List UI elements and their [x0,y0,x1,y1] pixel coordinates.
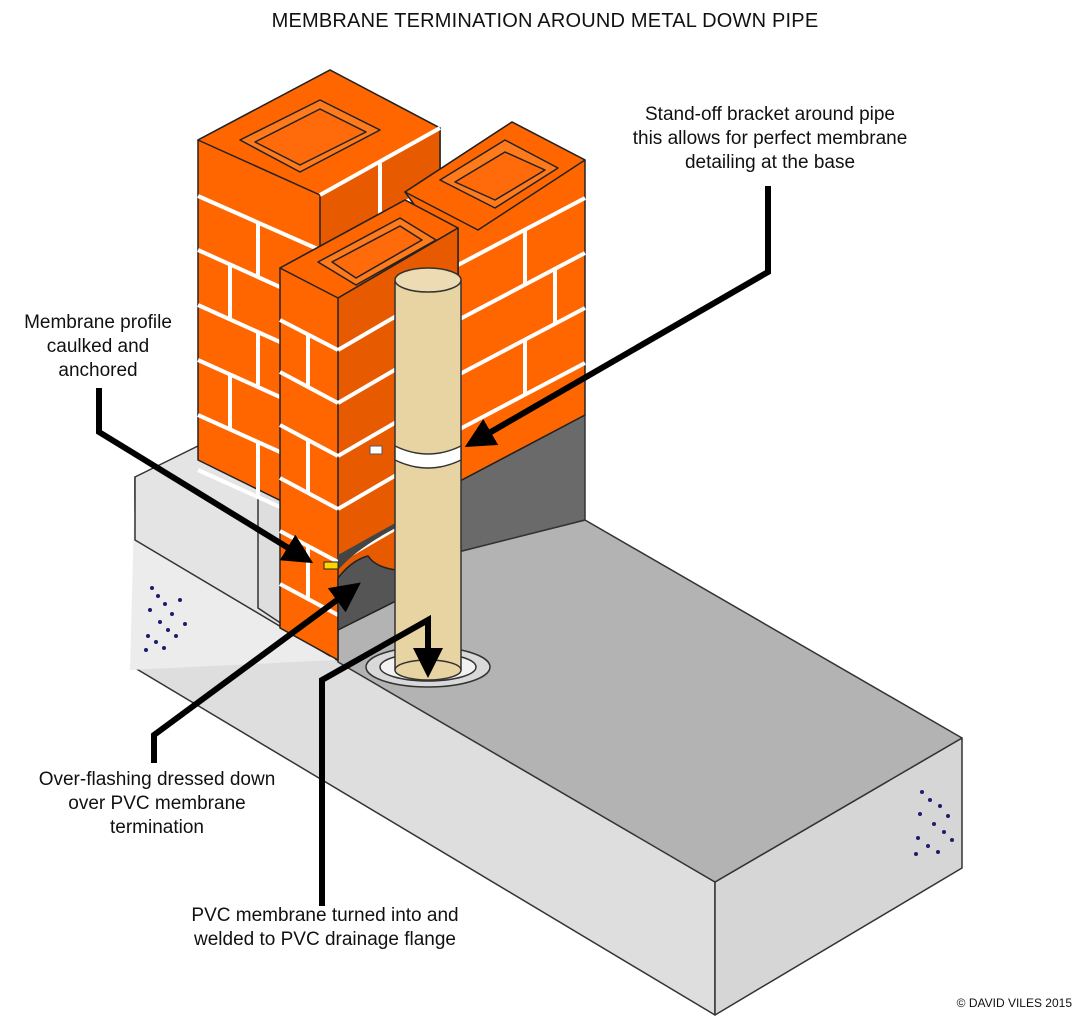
callout-pvc-membrane: PVC membrane turned into and welded to P… [160,904,490,952]
leader-over-flashing [151,582,361,763]
callout-over-flashing: Over-flashing dressed down over PVC memb… [12,768,302,840]
callout-line: Over-flashing dressed down [38,769,276,790]
callout-line: welded to PVC drainage flange [194,929,456,950]
aggregate-speckles-right [914,790,954,856]
leader-standoff [464,186,771,447]
callout-line: Membrane profile [24,312,172,333]
mortar-lines-right [457,196,586,432]
callout-line: anchored [58,360,138,381]
callout-membrane-profile: Membrane profile caulked and anchored [8,311,188,383]
standoff-bracket [394,444,462,469]
aggregate-speckles-left [144,586,187,652]
callout-line: termination [110,817,204,838]
anchor-fixing [323,561,339,570]
callout-line: detailing at the base [684,152,856,173]
wall-bracket-plate [369,445,383,455]
diagram-title: MEMBRANE TERMINATION AROUND METAL DOWN P… [271,10,819,32]
callout-line: over PVC membrane [68,793,246,814]
brick-wall-right [404,121,586,483]
callout-line: this allows for perfect membrane [632,128,908,149]
leader-pvc-membrane [319,614,443,906]
down-pipe [394,267,462,681]
callout-standoff-bracket: Stand-off bracket around pipe this allow… [600,103,940,175]
copyright-notice: © DAVID VILES 2015 [956,996,1072,1010]
callout-line: PVC membrane turned into and [191,905,459,926]
callout-line: caulked and [46,336,150,357]
callout-line: Stand-off bracket around pipe [645,104,895,125]
leader-membrane-profile [96,388,314,564]
leader-lines [96,186,771,906]
